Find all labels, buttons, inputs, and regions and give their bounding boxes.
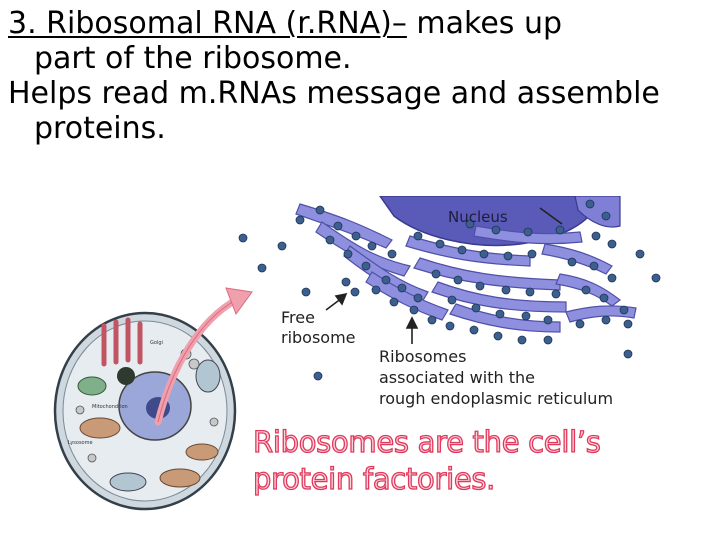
svg-text:Mitochondrion: Mitochondrion xyxy=(92,404,128,410)
pink-arrowhead xyxy=(225,287,253,316)
cell-illustration: Mitochondrion Golgi Lysosome xyxy=(53,311,237,511)
er-ribosome-label: Ribosomes associated with the rough endo… xyxy=(379,346,613,409)
pink-arrow-edge xyxy=(157,299,237,423)
ribosome-illustration: Mitochondrion Golgi Lysosome xyxy=(53,196,661,511)
ribosome-dots xyxy=(295,199,633,345)
heading-line-2: part of the ribosome. xyxy=(34,41,352,76)
slide-text: 3. Ribosomal RNA (r.RNA)– makes up part … xyxy=(8,6,714,146)
er-ribosome-label-line-1: Ribosomes xyxy=(379,347,467,366)
body-line-2: proteins. xyxy=(34,111,166,146)
svg-text:Golgi: Golgi xyxy=(150,340,163,346)
free-ribosome-label-line-2: ribosome xyxy=(281,328,356,347)
heading-line: 3. Ribosomal RNA (r.RNA)– makes up xyxy=(8,6,714,41)
heading-rest: makes up xyxy=(406,6,563,41)
free-ribosome-label: Free ribosome xyxy=(281,308,356,348)
caption-line-2: protein factories. xyxy=(252,461,496,496)
nucleus-label: Nucleus xyxy=(448,208,508,226)
figure-caption: Ribosomes are the cell’s protein factori… xyxy=(252,424,601,498)
free-ribosomes xyxy=(238,233,661,381)
body-line-1: Helps read m.RNAs message and assemble xyxy=(8,76,660,111)
er-ribosome-label-line-3: rough endoplasmic reticulum xyxy=(379,389,614,408)
slide-heading: 3. Ribosomal RNA (r.RNA)– xyxy=(8,6,407,41)
svg-text:Lysosome: Lysosome xyxy=(68,440,93,446)
rough-er xyxy=(295,203,637,333)
label-arrows xyxy=(325,207,563,344)
er-ribosome-label-line-2: associated with the xyxy=(379,368,535,387)
free-ribosome-label-line-1: Free xyxy=(281,308,315,327)
caption-line-1: Ribosomes are the cell’s xyxy=(252,424,601,459)
ribosome-figure: Mitochondrion Golgi Lysosome Nucleus Fre… xyxy=(0,196,720,540)
